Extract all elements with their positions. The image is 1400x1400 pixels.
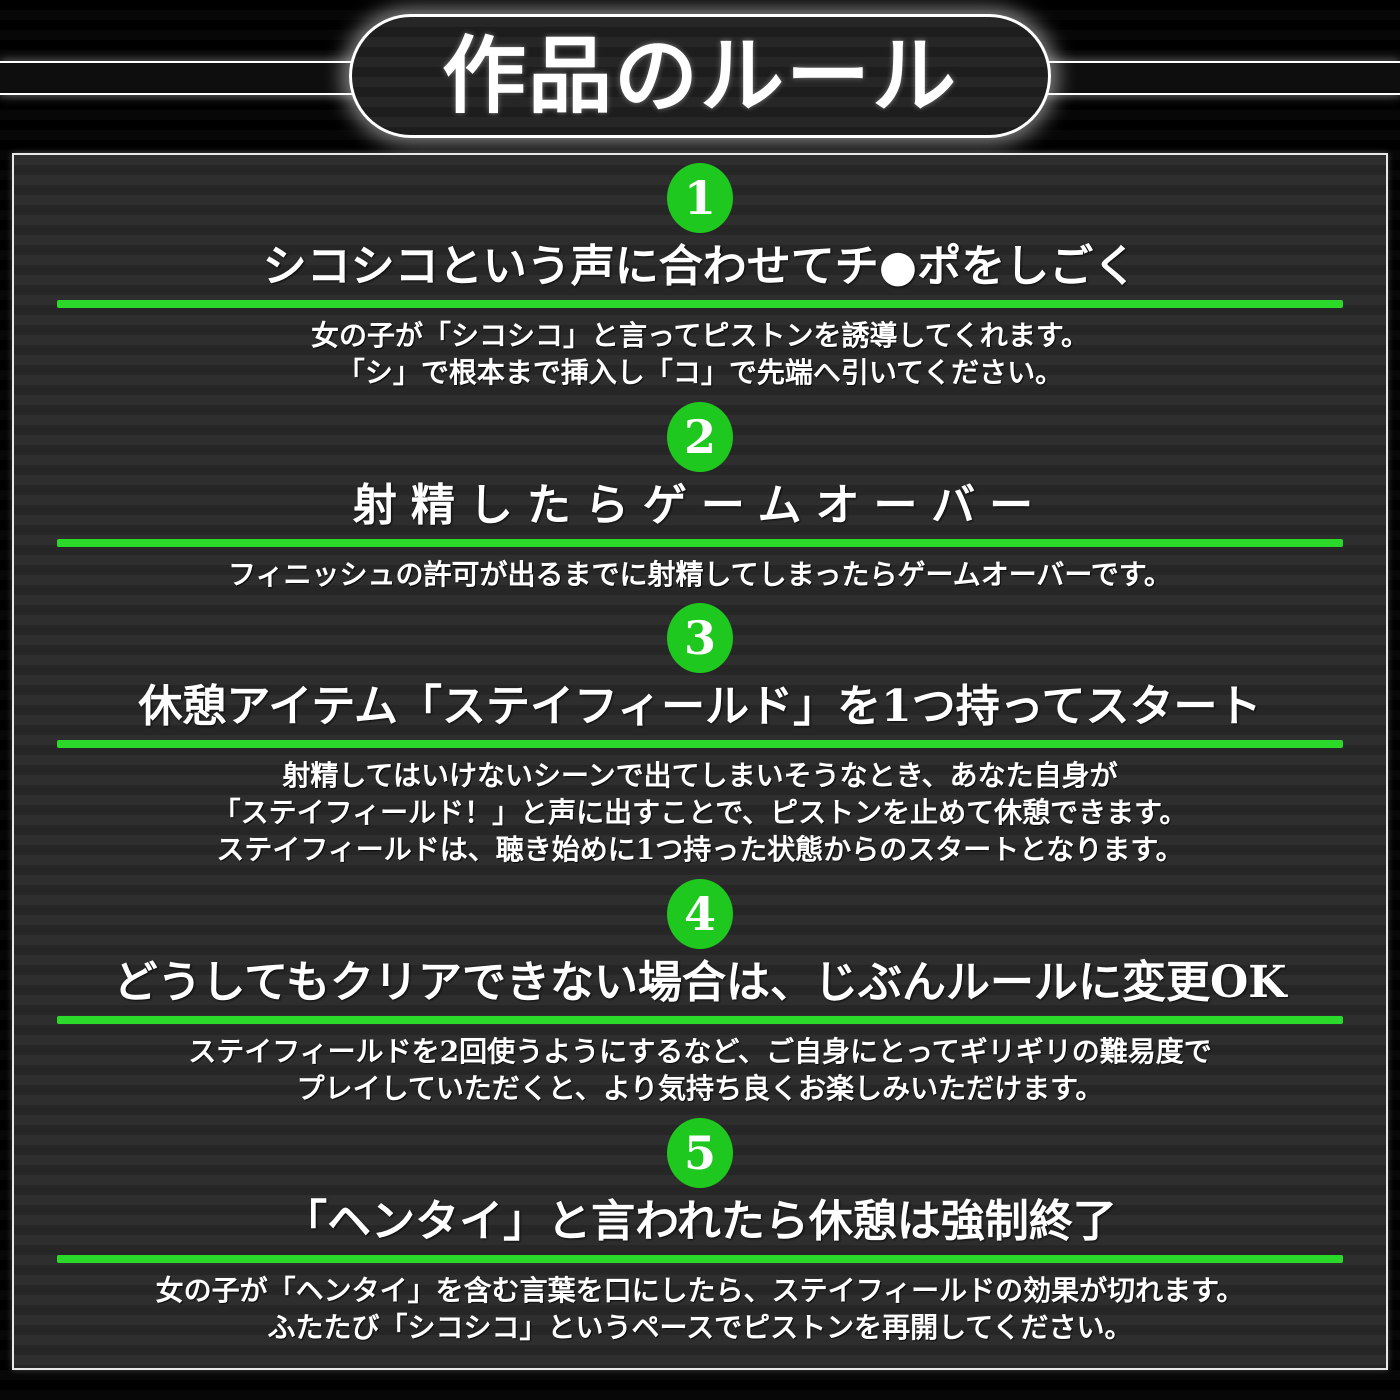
rule-1-description-line: 「シ」で根本まで挿入し「コ」で先端へ引いてください。 — [336, 355, 1064, 389]
rule-2-number: 2 — [683, 409, 716, 464]
rule-section-2: 2 射精したらゲームオーバー フィニッシュの許可が出るまでに射精してしまったらゲ… — [14, 401, 1386, 594]
rule-2-number-badge: 2 — [667, 401, 733, 472]
rule-4-description-line: ステイフィールドを2回使うようにするなど、ご自身にとってギリギリの難易度で — [188, 1034, 1212, 1068]
rule-3-number-badge: 3 — [667, 603, 733, 674]
rule-2-underline — [57, 538, 1343, 547]
rule-3-number: 3 — [683, 611, 716, 666]
rule-section-3: 3 休憩アイテム「ステイフィールド」を1つ持ってスタート 射精してはいけないシー… — [14, 603, 1386, 869]
rule-3-description-line: 「ステイフィールド！」と声に出すことで、ピストンを止めて休憩できます。 — [212, 796, 1188, 830]
rule-3-underline — [57, 740, 1343, 749]
rule-2-heading: 射精したらゲームオーバー — [352, 479, 1048, 531]
rule-4-underline — [57, 1015, 1343, 1024]
header: 作品のルール — [0, 0, 1400, 153]
rule-1-heading: シコシコという声に合わせてチ●ポをしごく — [262, 241, 1138, 292]
rule-3-description-line: ステイフィールドは、聴き始めに1つ持った状態からのスタートとなります。 — [216, 833, 1184, 867]
rule-section-5: 5 「ヘンタイ」と言われたら休憩は強制終了 女の子が「ヘンタイ」を含む言葉を口に… — [14, 1117, 1386, 1347]
page-title: 作品のルール — [441, 26, 958, 125]
rules-panel: 1 シコシコという声に合わせてチ●ポをしごく 女の子が「シコシコ」と言ってピスト… — [12, 153, 1388, 1370]
rule-4-heading: どうしてもクリアできない場合は、じぶんルールに変更OK — [113, 957, 1287, 1009]
rule-1-description-line: 女の子が「シコシコ」と言ってピストンを誘導してくれます。 — [310, 318, 1090, 352]
rule-section-4: 4 どうしてもクリアできない場合は、じぶんルールに変更OK ステイフィールドを2… — [14, 879, 1386, 1108]
rule-section-1: 1 シコシコという声に合わせてチ●ポをしごく 女の子が「シコシコ」と言ってピスト… — [14, 163, 1386, 392]
rule-1-number-badge: 1 — [667, 163, 733, 233]
rule-3-heading: 休憩アイテム「ステイフィールド」を1つ持ってスタート — [138, 681, 1262, 733]
rule-4-description-line: プレイしていただくと、より気持ち良くお楽しみいただけます。 — [296, 1071, 1104, 1105]
rule-1-number: 1 — [683, 171, 716, 225]
rule-4-number: 4 — [683, 887, 716, 942]
rule-5-heading: 「ヘンタイ」と言われたら休憩は強制終了 — [283, 1195, 1117, 1247]
rule-1-underline — [57, 299, 1343, 308]
rule-4-number-badge: 4 — [667, 879, 733, 950]
rule-5-description-line: 女の子が「ヘンタイ」を含む言葉を口にしたら、ステイフィールドの効果が切れます。 — [155, 1273, 1245, 1307]
rule-2-description-line: フィニッシュの許可が出るまでに射精してしまったらゲームオーバーです。 — [228, 557, 1172, 591]
rule-5-description-line: ふたたび「シコシコ」というペースでピストンを再開してください。 — [267, 1310, 1133, 1344]
rule-5-underline — [57, 1254, 1343, 1263]
rule-5-number-badge: 5 — [667, 1117, 733, 1188]
rule-5-number: 5 — [683, 1125, 716, 1180]
title-capsule: 作品のルール — [349, 14, 1051, 138]
rule-3-description-line: 射精してはいけないシーンで出てしまいそうなとき、あなた自身が — [282, 759, 1118, 793]
